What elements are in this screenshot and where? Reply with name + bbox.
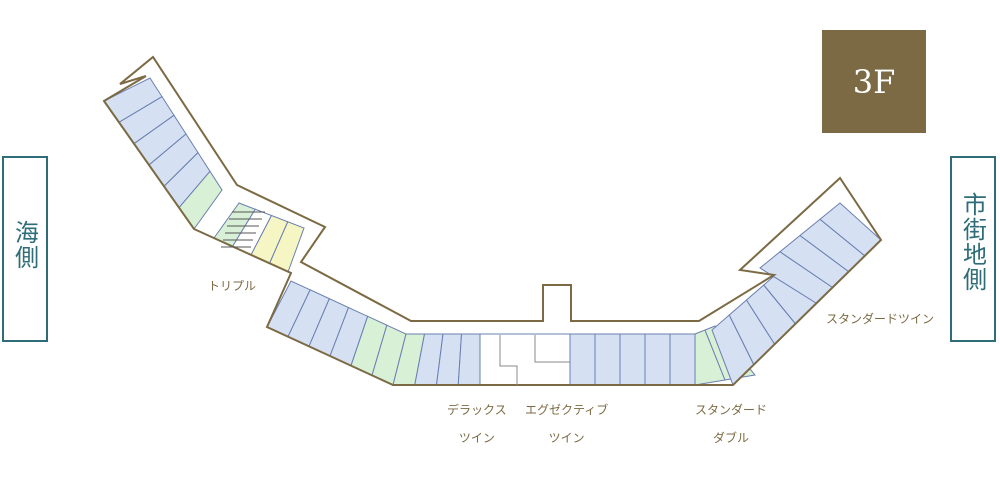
room-cell-center-right <box>594 333 621 386</box>
rooms-layer <box>103 77 882 386</box>
stairs <box>221 211 265 248</box>
label-standard-double-line1: スタンダード <box>695 403 768 417</box>
building-outline <box>102 55 883 386</box>
room-cell-center-left <box>457 333 481 386</box>
city-side-label: 市街地側 <box>958 192 987 292</box>
label-deluxe-twin: デラックス ツイン <box>447 396 507 452</box>
label-standard-double-line2: ダブル <box>713 431 750 445</box>
label-standard-double: スタンダード ダブル <box>695 396 767 452</box>
label-executive-line2: ツイン <box>548 431 585 445</box>
room-cell-center-right <box>644 333 671 386</box>
label-executive-twin: エグゼクティブ ツイン <box>525 396 608 452</box>
label-executive-line1: エグゼクティブ <box>525 403 609 417</box>
executive-suite-walls <box>499 335 570 385</box>
room-cell-center-right <box>669 333 696 386</box>
label-standard-twin-line1: スタンダードツイン <box>826 312 935 326</box>
floor-badge: 3F <box>822 30 926 133</box>
label-triple: トリプル <box>208 272 256 300</box>
sea-side-label: 海側 <box>10 220 39 270</box>
label-triple-line1: トリプル <box>208 279 257 293</box>
room-cell-center-right <box>569 333 596 386</box>
room-cell-executive <box>479 333 571 386</box>
city-side-box: 市街地側 <box>950 156 996 342</box>
room-cell-center-right <box>619 333 646 386</box>
label-deluxe-line1: デラックス <box>447 403 507 417</box>
label-deluxe-line2: ツイン <box>458 431 495 445</box>
label-standard-twin: スタンダードツイン <box>826 305 934 333</box>
sea-side-box: 海側 <box>2 156 48 342</box>
